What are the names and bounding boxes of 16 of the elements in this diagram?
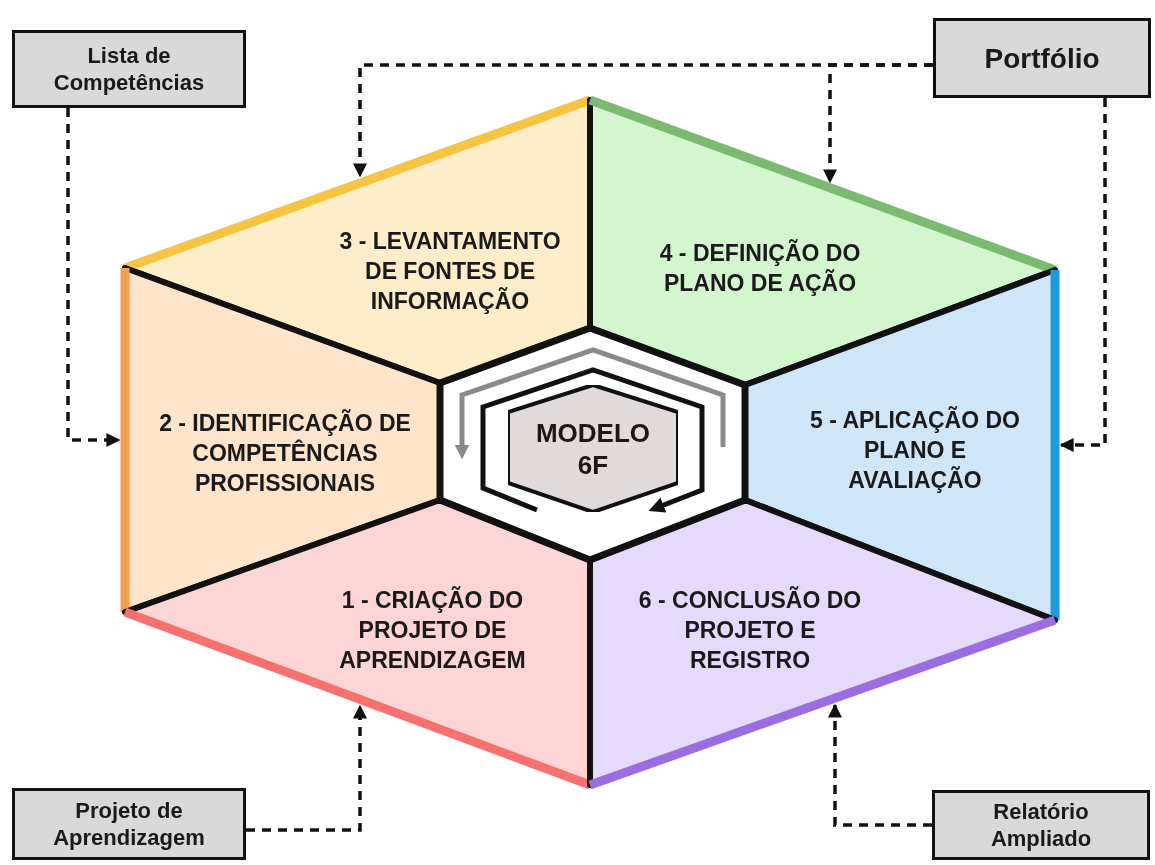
segment-label: 5 - APLICAÇÃO DO PLANO E AVALIAÇÃO <box>809 405 1021 495</box>
dashed-arrow <box>246 704 367 832</box>
dashed-arrow <box>828 703 932 827</box>
center-label: MODELO 6F <box>534 416 652 481</box>
dashed-arrow <box>66 108 121 447</box>
document-box: Lista de Competências <box>12 30 246 108</box>
segment-label: 2 - IDENTIFICAÇÃO DE COMPETÊNCIAS PROFISSIONAIS <box>158 408 412 498</box>
segment-label: 4 - DEFINIÇÃO DO PLANO DE AÇÃO <box>658 238 862 298</box>
document-box: Relatório Ampliado <box>932 790 1150 860</box>
segment-label: 1 - CRIAÇÃO DO PROJETO DE APRENDIZAGEM <box>338 585 527 675</box>
document-box: Portfólio <box>933 18 1151 98</box>
dashed-arrow <box>1059 98 1107 452</box>
document-box: Projeto de Aprendizagem <box>12 788 246 860</box>
segment-label: 6 - CONCLUSÃO DO PROJETO E REGISTRO <box>637 585 863 675</box>
segment-label: 3 - LEVANTAMENTO DE FONTES DE INFORMAÇÃO <box>338 227 562 316</box>
dashed-arrow <box>823 63 933 184</box>
